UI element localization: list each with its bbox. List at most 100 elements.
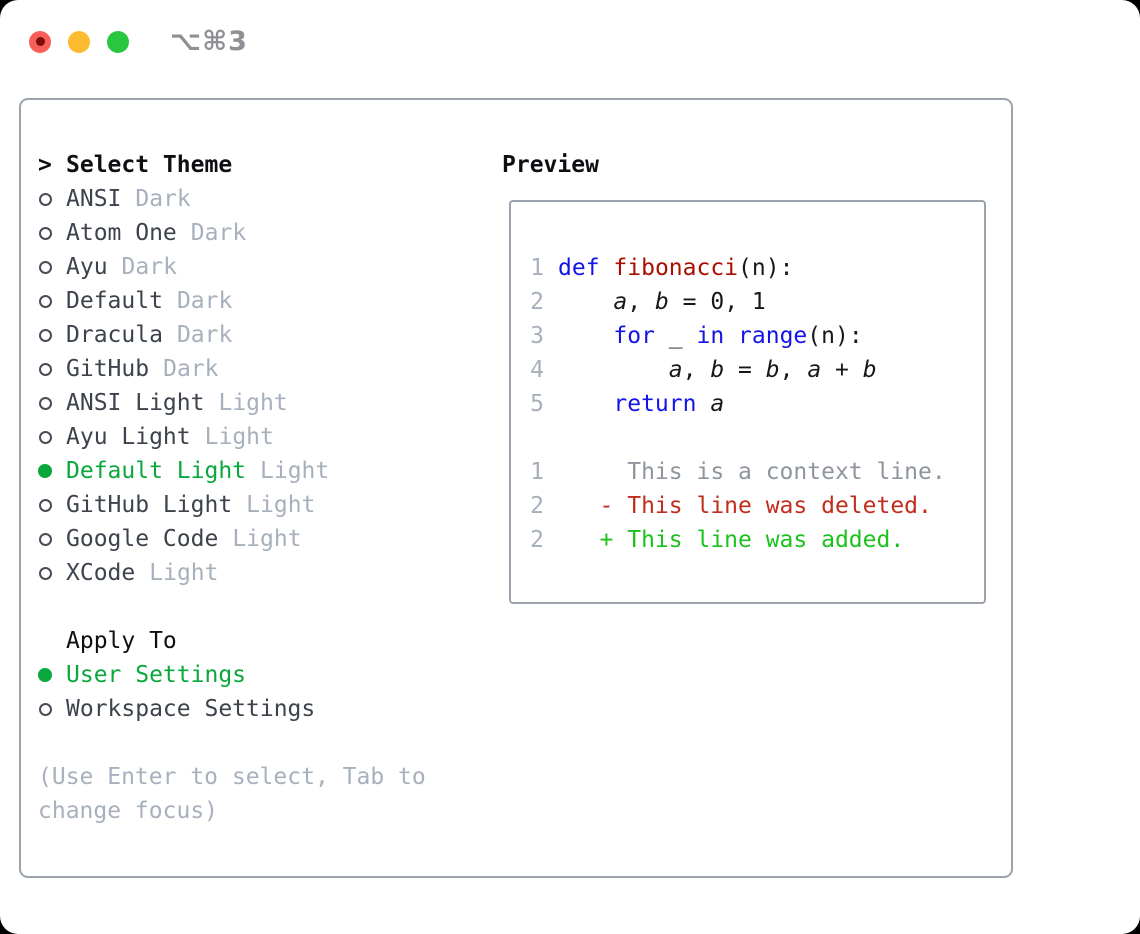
theme-name: Default Light (66, 458, 247, 484)
code-token: , (682, 357, 711, 383)
theme-option[interactable]: ANSI Dark (38, 182, 468, 216)
theme-name: GitHub (66, 356, 150, 382)
radio-icon (39, 328, 52, 342)
theme-option[interactable]: Default Dark (38, 284, 468, 318)
code-token: in (696, 323, 725, 349)
apply-to-header: Apply To (38, 624, 468, 658)
code-token: b (862, 357, 877, 383)
code-line: 2 a, b = 0, 1 (530, 285, 984, 319)
line-number: 1 (530, 459, 544, 485)
theme-variant: Light (260, 458, 330, 484)
code-token: a (710, 391, 725, 417)
radio-icon (39, 192, 52, 206)
radio-icon (39, 430, 52, 444)
radio-selected-icon (38, 668, 52, 682)
code-token (724, 323, 738, 349)
code-token (600, 255, 614, 281)
code-token: (n): (807, 323, 863, 349)
apply-to-option[interactable]: Workspace Settings (38, 692, 468, 726)
theme-variant: Light (218, 390, 288, 416)
diff-line-deleted: 2 - This line was deleted. (530, 489, 984, 523)
code-token: range (738, 323, 808, 349)
theme-variant: Dark (176, 322, 233, 348)
diff-text: - This line was deleted. (558, 493, 932, 519)
line-number: 1 (530, 255, 544, 281)
theme-variant: Dark (121, 254, 177, 280)
theme-option[interactable]: Ayu Light Light (38, 420, 468, 454)
code-line: 3 for _ in range(n): (530, 319, 984, 353)
code-token: _ (654, 323, 697, 349)
radio-icon (39, 702, 52, 716)
code-token: b (654, 289, 669, 315)
apply-to-title: Apply To (66, 628, 177, 654)
diff-text: + This line was added. (558, 527, 905, 553)
line-number: 3 (530, 323, 544, 349)
theme-name: Default (66, 288, 163, 314)
theme-name: XCode (66, 560, 136, 586)
radio-icon (39, 294, 52, 308)
theme-variant: Light (204, 424, 274, 450)
zoom-button[interactable] (107, 30, 129, 53)
theme-name: GitHub Light (66, 492, 233, 518)
diff-text: This is a context line. (558, 459, 946, 485)
line-number: 2 (530, 289, 544, 315)
theme-variant: Light (232, 526, 302, 552)
apply-to-label: User Settings (66, 662, 247, 688)
code-token: b (765, 357, 780, 383)
line-number: 2 (530, 493, 544, 519)
diff-preview: 1 This is a context line. 2 - This line w… (530, 455, 984, 557)
theme-variant: Dark (163, 356, 219, 382)
line-number: 5 (530, 391, 544, 417)
preview-title: Preview (502, 152, 599, 178)
code-line: 5 return a (530, 387, 984, 421)
line-number: 2 (530, 527, 544, 553)
select-theme-title: Select Theme (66, 152, 233, 178)
prompt-cursor-icon: > (38, 152, 52, 178)
title-bar: ⌥⌘3 (29, 26, 248, 57)
code-line: 1 def fibonacci(n): (530, 251, 984, 285)
close-button[interactable] (29, 30, 51, 53)
minimize-button[interactable] (68, 30, 90, 53)
apply-to-option[interactable]: User Settings (38, 658, 468, 692)
code-token: , (627, 289, 655, 315)
theme-variant: Dark (190, 220, 247, 246)
radio-icon (39, 260, 52, 274)
radio-icon (39, 226, 52, 240)
select-theme-header: > Select Theme (38, 148, 468, 182)
theme-option[interactable]: GitHub Dark (38, 352, 468, 386)
theme-name: ANSI (66, 186, 122, 212)
theme-variant: Dark (176, 288, 233, 314)
code-token: a (807, 357, 822, 383)
radio-icon (39, 532, 52, 546)
blank-line (530, 421, 984, 455)
theme-name: Ayu Light (66, 424, 191, 450)
code-token: fibonacci (613, 255, 739, 281)
theme-name: Dracula (66, 322, 163, 348)
code-token: (n): (738, 255, 794, 281)
code-token (558, 289, 613, 315)
theme-variant: Dark (135, 186, 191, 212)
theme-option[interactable]: Dracula Dark (38, 318, 468, 352)
theme-variant: Light (149, 560, 219, 586)
theme-option[interactable]: Default Light Light (38, 454, 468, 488)
code-token: def (558, 255, 600, 281)
radio-icon (39, 362, 52, 376)
keyboard-hint: (Use Enter to select, Tab to change focu… (38, 764, 426, 824)
code-token: , (779, 357, 808, 383)
code-token: + (821, 357, 863, 383)
radio-icon (39, 566, 52, 580)
apply-to-label: Workspace Settings (66, 696, 316, 722)
theme-option[interactable]: XCode Light (38, 556, 468, 590)
